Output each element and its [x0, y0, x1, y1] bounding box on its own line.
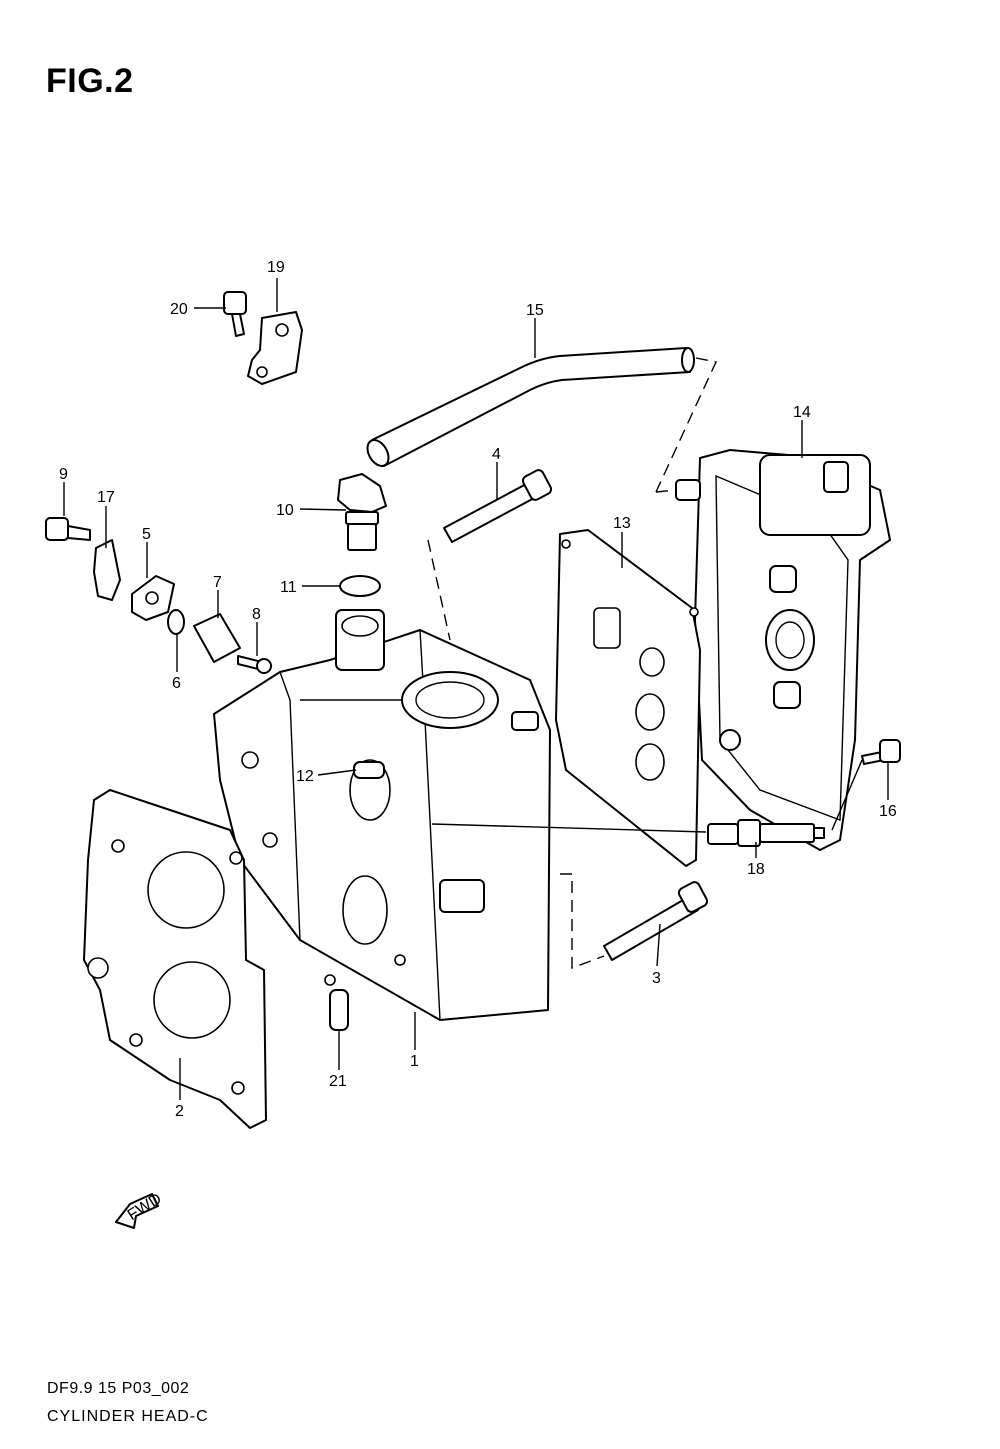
callout-15: 15	[526, 302, 544, 319]
figure-code: DF9.9 15 P03_002	[47, 1380, 190, 1397]
washer-part-6	[167, 609, 185, 635]
cover-part-5	[131, 575, 175, 621]
callout-1: 1	[410, 1053, 419, 1070]
cover-gasket-part-13	[555, 529, 701, 867]
callout-9: 9	[59, 466, 68, 483]
figure-title: FIG.2	[46, 62, 134, 100]
spark-plug-part-18	[707, 819, 825, 847]
bolt-part-9	[45, 517, 91, 541]
callout-18: 18	[747, 861, 765, 878]
bolt-part-3	[603, 881, 709, 961]
callout-12: 12	[296, 768, 314, 785]
bolt-part-20	[223, 291, 247, 337]
callout-2: 2	[175, 1103, 184, 1120]
callout-7: 7	[213, 574, 222, 591]
dowel-part-12	[353, 761, 385, 779]
callout-19: 19	[267, 259, 285, 276]
callout-5: 5	[142, 526, 151, 543]
filler-cap-part-10	[337, 473, 387, 551]
callout-13: 13	[613, 515, 631, 532]
bolt-part-4	[443, 469, 553, 543]
figure-name: CYLINDER HEAD-C	[47, 1408, 209, 1425]
callout-21: 21	[329, 1073, 347, 1090]
callout-labels: 1 2 3 4 5 6 7 8 9 10 11 12 13 14 15 16 1…	[59, 259, 897, 1120]
pin-part-21	[329, 989, 349, 1031]
hose-part-15	[366, 347, 695, 467]
leader-lines	[63, 278, 889, 1100]
forward-arrow-icon: FWD	[115, 1190, 165, 1229]
assembly-guide-lines	[427, 357, 863, 970]
fwd-label: FWD	[125, 1190, 165, 1224]
bolt-part-16	[861, 739, 901, 765]
head-cover-part-14	[675, 449, 891, 851]
bracket-part-19	[247, 311, 303, 385]
callout-8: 8	[252, 606, 261, 623]
callout-3: 3	[652, 970, 661, 987]
callout-20: 20	[170, 301, 188, 318]
callout-10: 10	[276, 502, 294, 519]
callout-16: 16	[879, 803, 897, 820]
callout-14: 14	[793, 404, 811, 421]
sleeve-part-7	[193, 613, 241, 663]
clamp-part-17	[93, 539, 121, 601]
screw-part-8	[237, 655, 272, 674]
o-ring-part-11	[339, 575, 381, 597]
callout-4: 4	[492, 446, 501, 463]
callout-11: 11	[280, 579, 297, 596]
head-gasket-part-2	[83, 789, 267, 1129]
callout-17: 17	[97, 489, 115, 506]
callout-6: 6	[172, 675, 181, 692]
